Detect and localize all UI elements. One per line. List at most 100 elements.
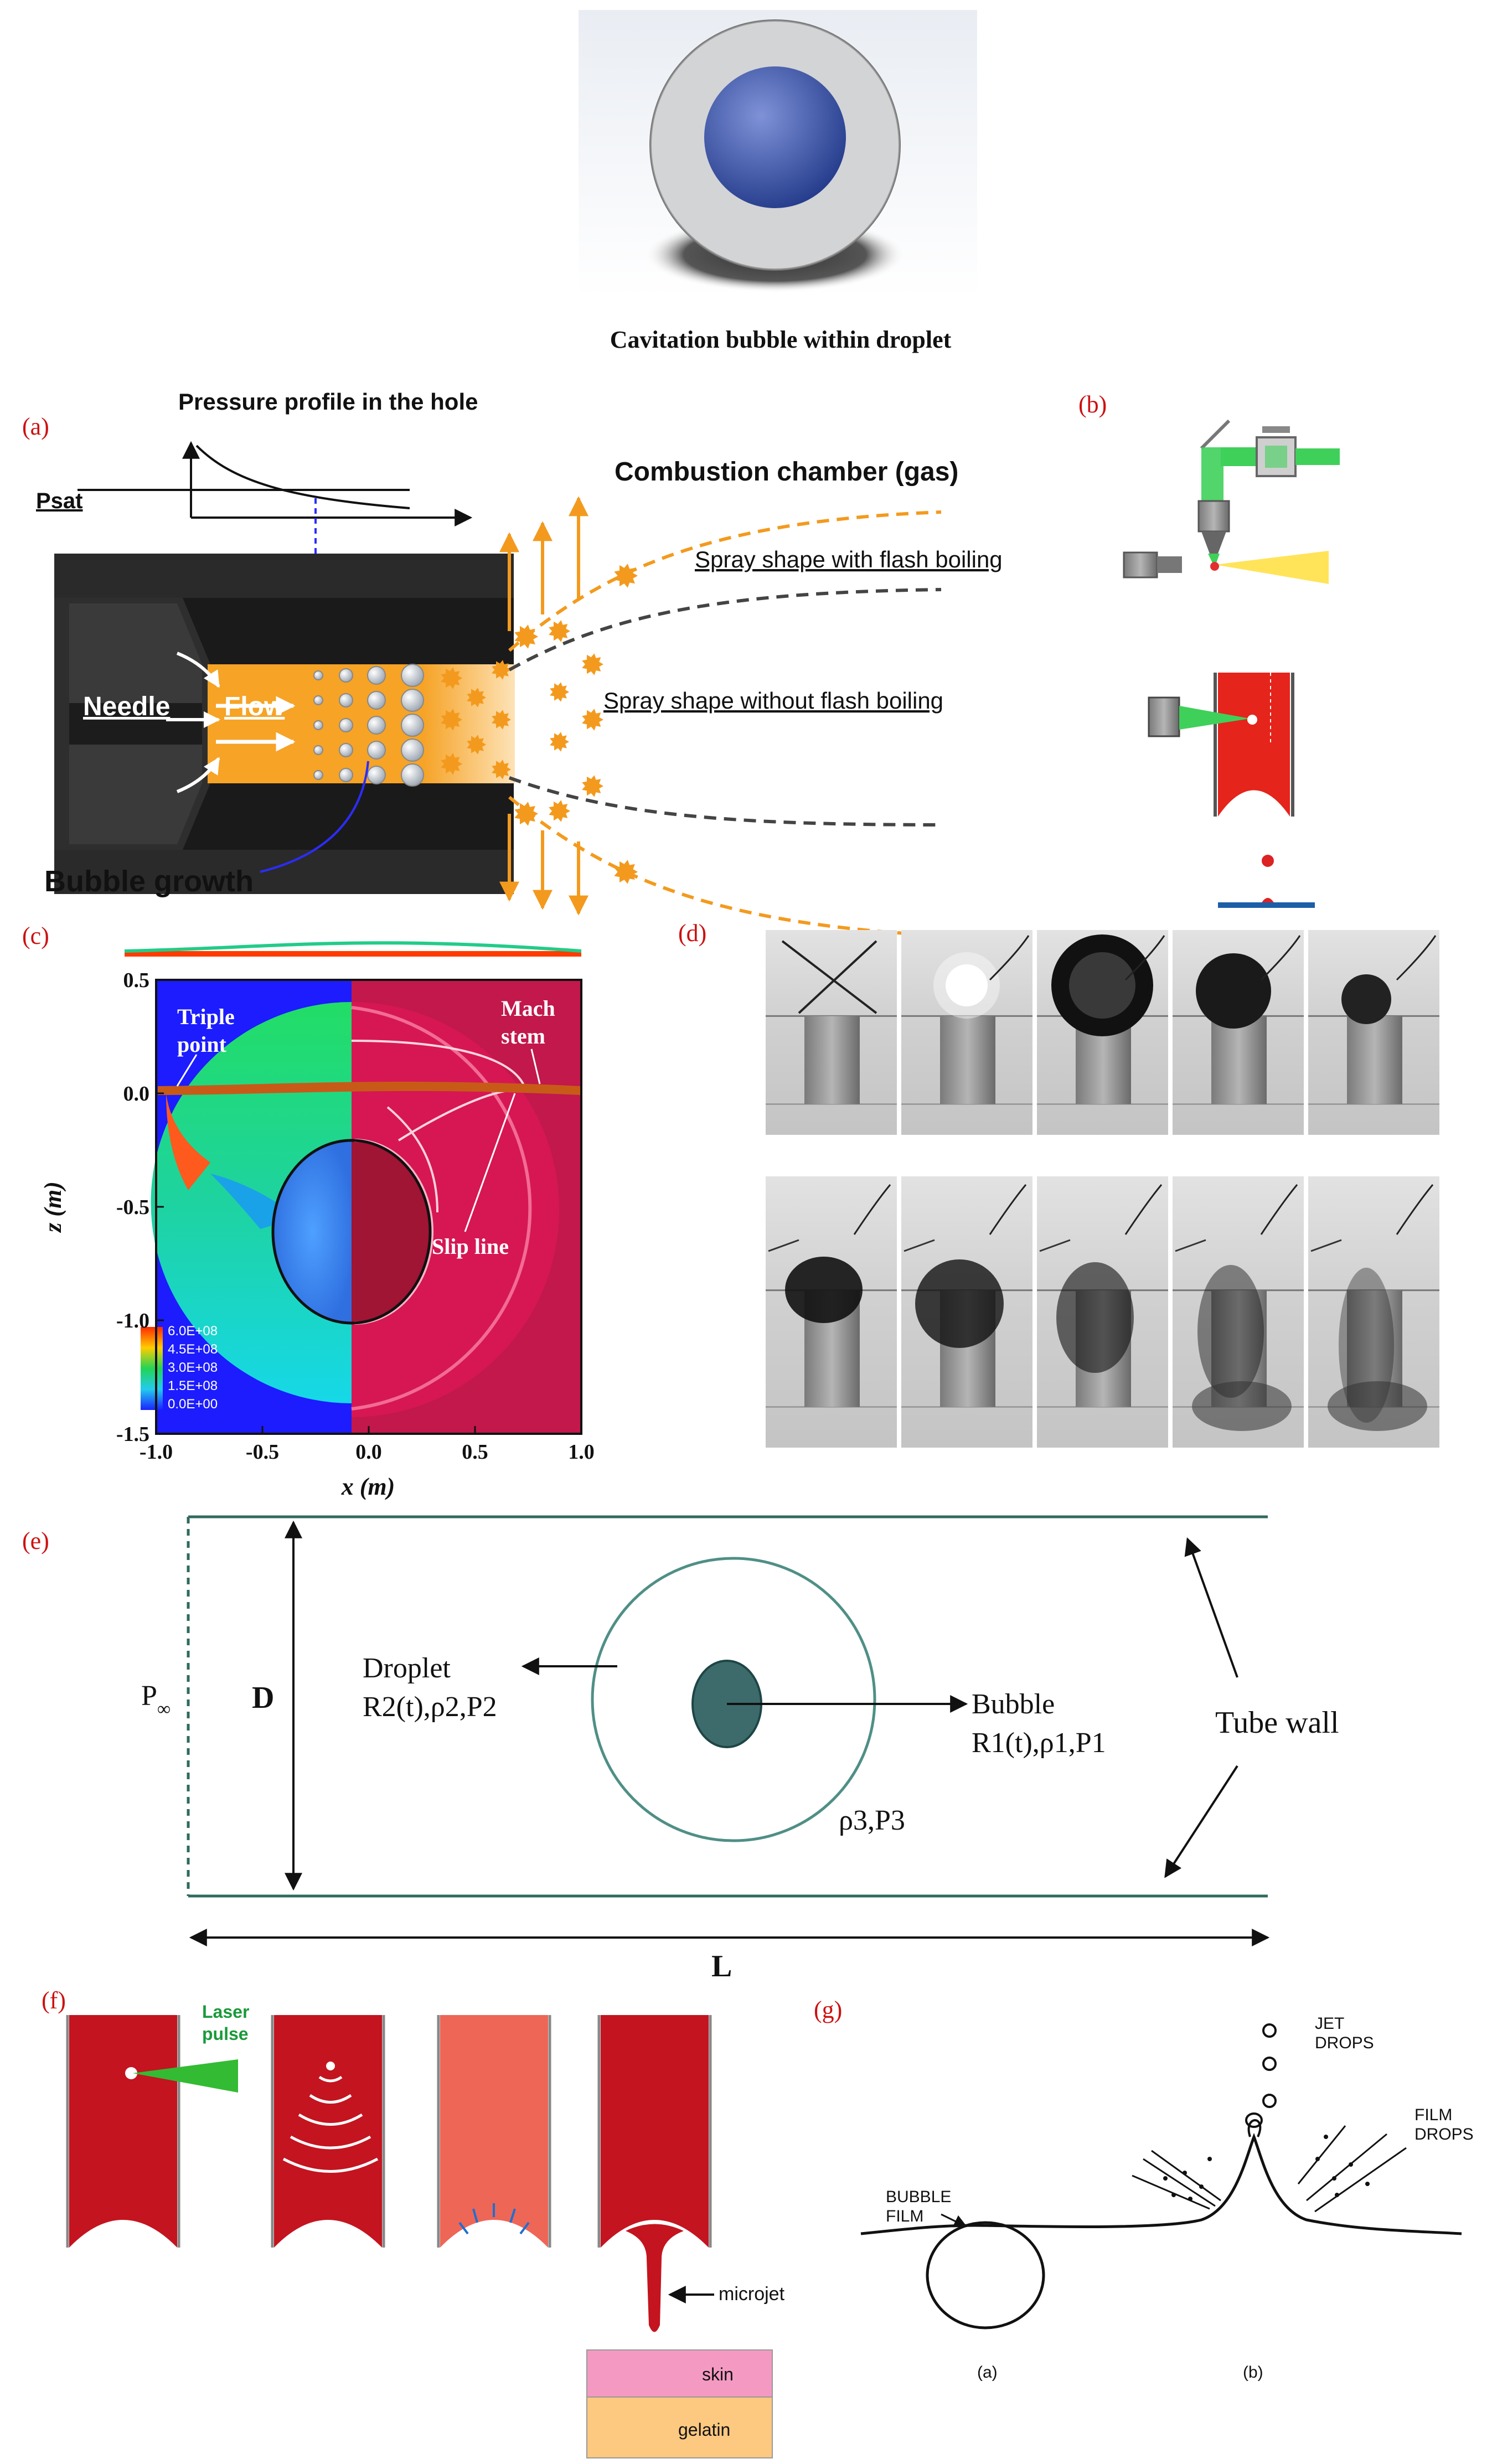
droplet-circle [591,1557,876,1842]
colorbar-tick-label: 6.0E+08 [168,1324,218,1339]
gelatin-label: gelatin [678,2420,730,2440]
combustion-chamber-label: Combustion chamber (gas) [615,457,958,487]
pressure-profile-title: Pressure profile in the hole [178,389,478,415]
y-tick-label: 0.0 [123,1082,150,1106]
spray-bubble [582,775,603,797]
vapor-bubble [313,720,323,730]
diameter-label: D [252,1681,274,1715]
colorbar-tick-label: 3.0E+08 [168,1360,218,1375]
bubble-growth-label: Bubble growth [44,865,254,898]
bubble-label: Bubble [972,1688,1055,1720]
y-tick-label: -1.0 [116,1309,149,1332]
bubble-grid [313,664,424,787]
tube-f-3 [437,2015,551,2248]
y-tick-label: 0.5 [123,969,150,992]
top-caption: Cavitation bubble within droplet [610,326,952,353]
vapor-bubble [367,666,386,685]
camera-b-bottom [1148,696,1180,737]
photo-frame [901,930,1032,1135]
colorbar-tick-label: 0.0E+00 [168,1397,218,1412]
vapor-bubble [401,689,424,712]
spray-bubble [492,710,511,730]
photo-frame [1037,1176,1168,1448]
spray-bubbles [441,564,638,884]
mach-stem-label-1: Mach [501,996,555,1021]
tube-f-2 [271,2015,385,2248]
panel-g-tag: (g) [814,1996,842,2023]
spray-bubble [549,620,570,642]
triple-point-label-1: Triple [177,1004,235,1029]
panel-a-tag: (a) [22,413,49,440]
vapor-bubble [367,741,386,760]
bubble-symbols: R1(t),ρ1,P1 [972,1727,1106,1759]
needle-label: Needle [83,692,170,721]
spray-bubble [550,732,569,752]
film-drops-label-1: FILM [1414,2106,1452,2124]
panel-f: (f) Laser pulse [42,1987,785,2458]
spray-bubble [467,688,486,707]
tube-wall-label: Tube wall [1215,1706,1339,1740]
spray-bubble [441,667,462,689]
photo-frame [1308,1176,1439,1448]
panel-a: (a) Pressure profile in the hole Psat Ne… [22,389,1003,937]
vapor-bubble [401,714,424,737]
medium-symbols: ρ3,P3 [839,1805,905,1836]
photo-frame [766,930,897,1135]
bubble-film-circle [926,2221,1045,2329]
skin-label: skin [702,2364,734,2384]
vapor-bubble [401,738,424,762]
psat-label: Psat [36,489,83,513]
svg-text:P∞: P∞ [141,1680,171,1719]
photo-frame [1308,930,1439,1135]
objective-lens [1197,500,1230,533]
panel-c-tag: (c) [22,922,49,949]
vapor-bubble [313,770,323,780]
colorbar-tick-label: 1.5E+08 [168,1378,218,1393]
microjet-label: microjet [719,2284,785,2305]
panel-f-tag: (f) [42,1987,66,2014]
vapor-bubble [313,695,323,705]
camera-b-top [1123,551,1158,578]
tube-f-4 [597,2015,712,2332]
photo-frame [1173,930,1304,1135]
x-tick-label: 1.0 [568,1440,595,1464]
slip-line-label: Slip line [432,1234,509,1259]
flow-label: Flow [224,692,285,721]
photo-frame [766,1176,897,1448]
vapor-bubble [339,693,353,707]
spray-without-flash-label: Spray shape without flash boiling [603,688,943,714]
panel-g: (g) JET DROPS FILM DROPS BUBBLE FILM [814,1996,1474,2382]
panel-e-tag: (e) [22,1527,49,1554]
droplet-render [579,10,977,298]
mach-stem-label-2: stem [501,1024,545,1048]
vapor-bubble [339,718,353,732]
vapor-bubble [401,664,424,687]
x-tick-label: 0.0 [355,1440,382,1464]
vapor-bubble [339,668,353,683]
spray-bubble [441,709,462,731]
photo-frame [901,1176,1032,1448]
sub-figure-a-label: (a) [977,2363,998,2382]
spray-bubble [492,660,511,680]
droplet-dot [1210,562,1219,571]
film-drops-label-2: DROPS [1414,2125,1474,2143]
vapor-bubble [339,768,353,782]
bubble-film-label-1: BUBBLE [886,2188,951,2206]
vapor-bubble [367,691,386,710]
spray-bubble [549,800,570,822]
triple-point-label-2: point [177,1032,227,1057]
spray-bubble [550,682,569,702]
photo-frame [1173,1176,1304,1448]
spray-bubble [441,753,462,775]
colorbar-labels: 6.0E+08 4.5E+08 3.0E+08 1.5E+08 0.0E+00 [168,1324,218,1412]
sub-figure-b-label: (b) [1243,2363,1263,2382]
p-inf-subscript: ∞ [157,1699,171,1719]
spray-bubble [614,564,638,588]
photo-sequence [766,930,1439,1448]
panel-e: (e) P∞ D L Droplet R2(t),ρ2,P2 Bubble R1… [22,1515,1339,1983]
spray-bubble [467,735,486,755]
x-tick-label: -0.5 [246,1440,279,1464]
colorbar-tick-label: 4.5E+08 [168,1342,218,1357]
gelatin-layer [586,2396,773,2458]
